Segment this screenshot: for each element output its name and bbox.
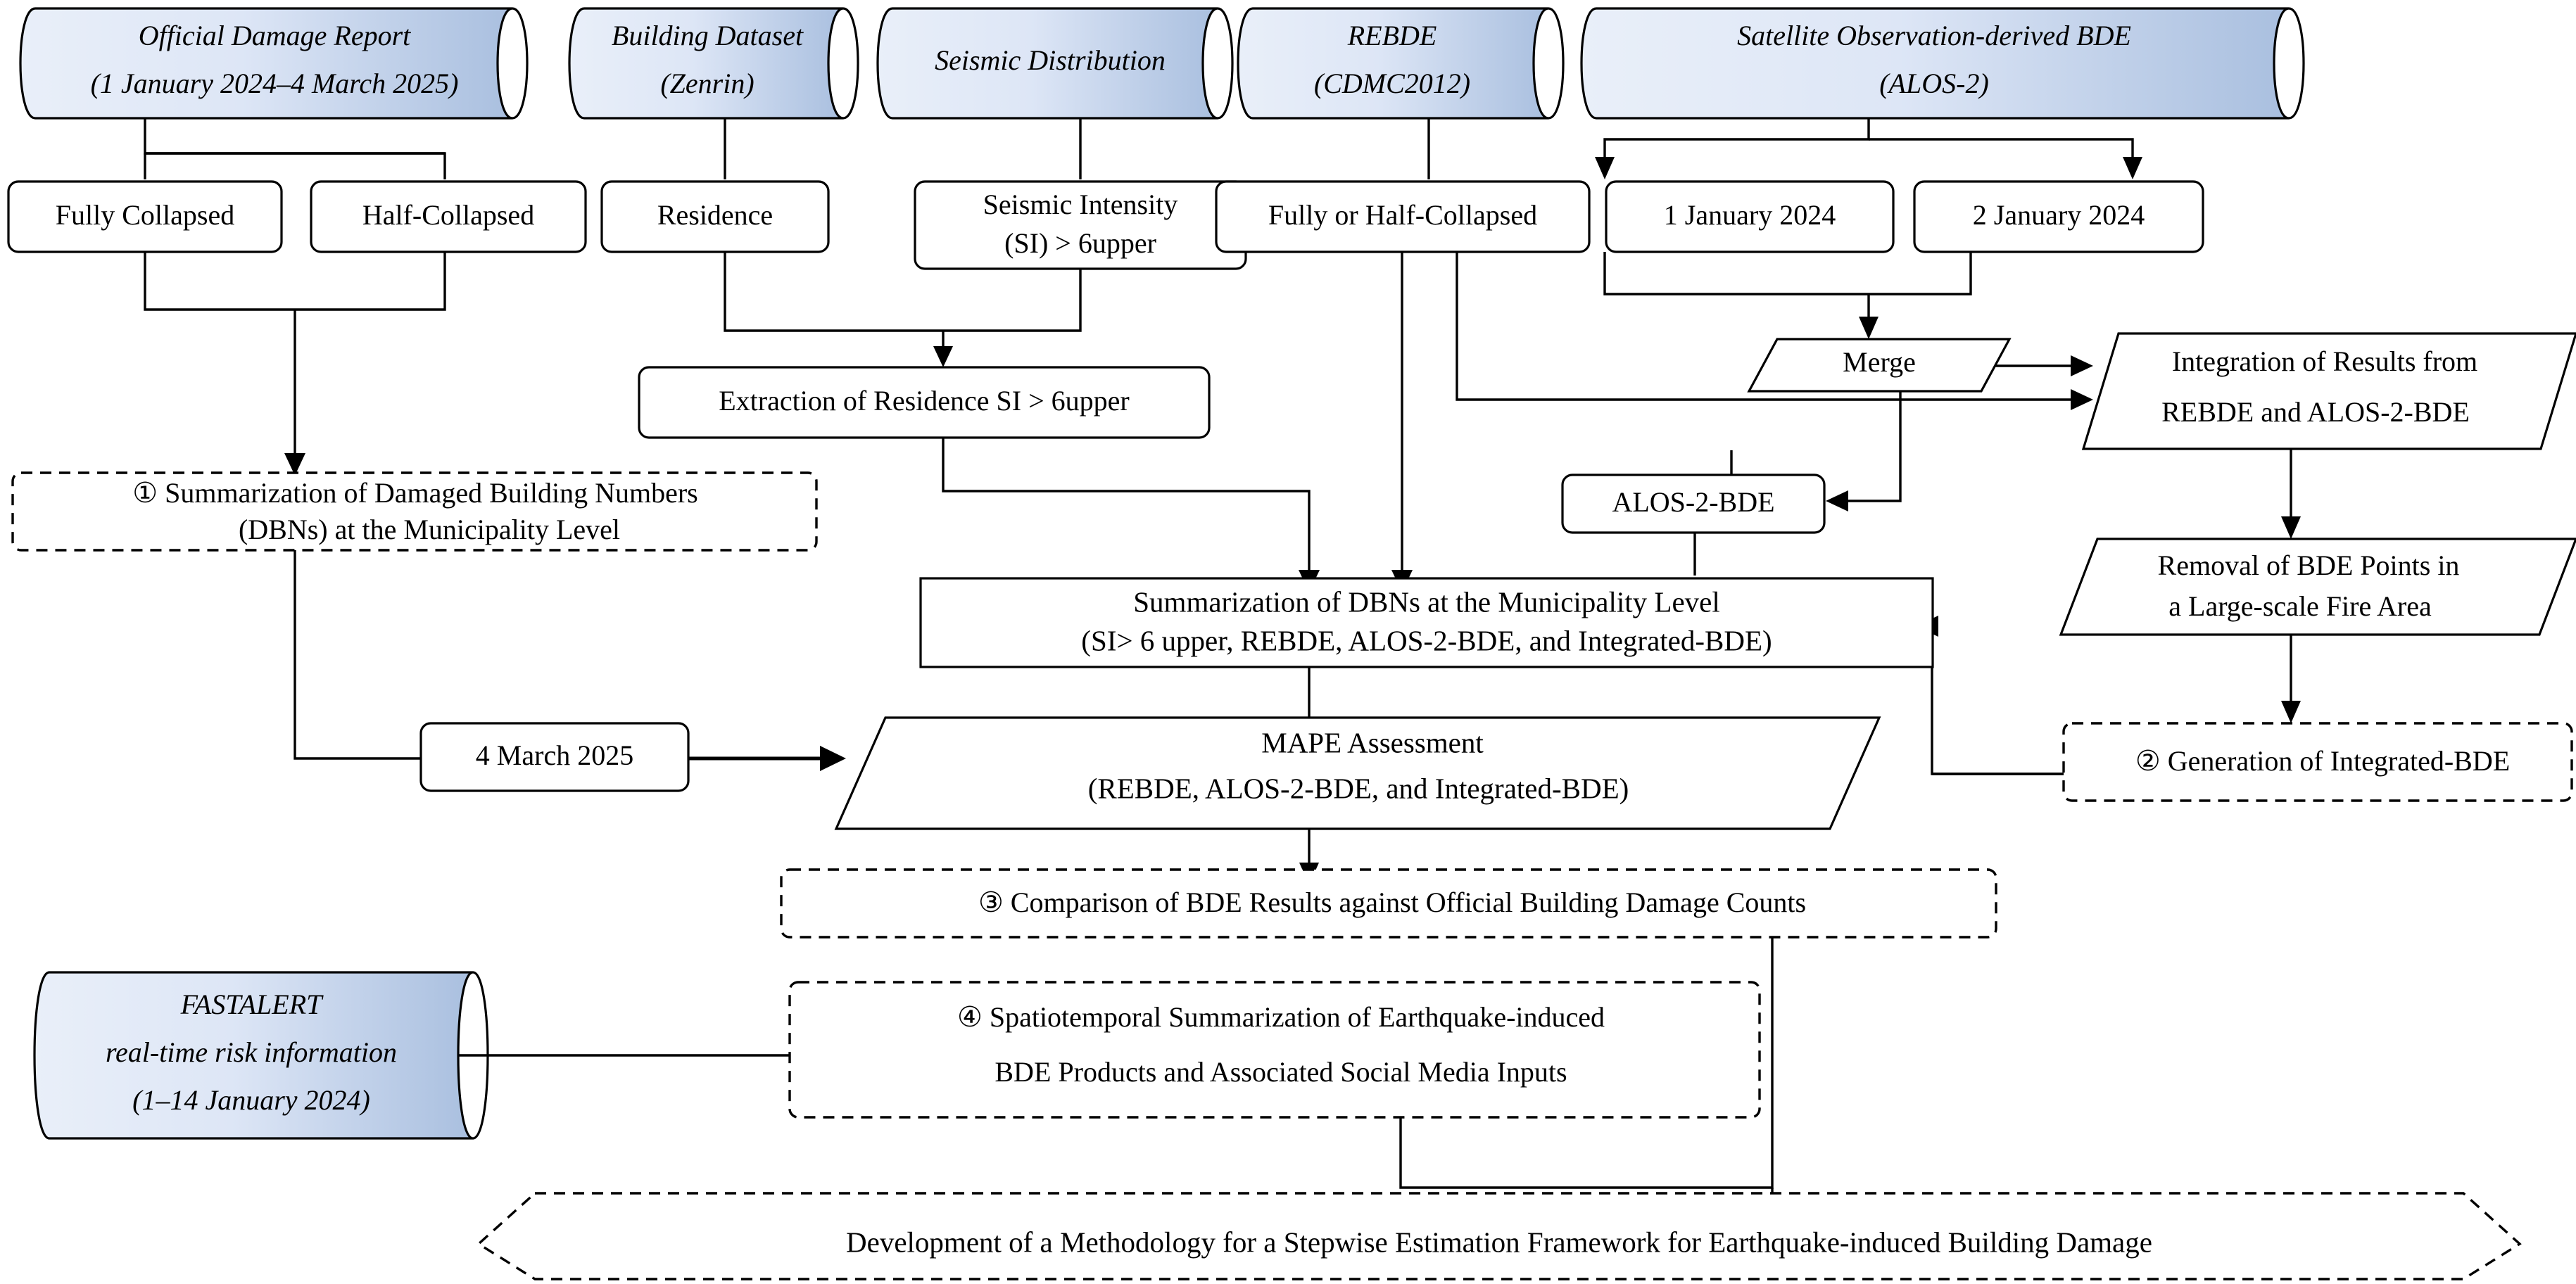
connector-collapsed-to-integration	[1456, 252, 2076, 401]
source-label-line2: (Zenrin)	[660, 68, 754, 99]
parallelogram-label-line2: a Large-scale Fire Area	[2168, 590, 2432, 622]
box-summarization-dbns[interactable]: Summarization of DBNs at the Municipalit…	[919, 577, 1934, 668]
connector-step2-to-summary	[1931, 626, 2064, 775]
box-seismic-intensity[interactable]: Seismic Intensity (SI) > 6upper	[914, 180, 1247, 270]
box-label: 2 January 2024	[1973, 199, 2145, 231]
parallelogram-label-line2: (REBDE, ALOS-2-BDE, and Integrated-BDE)	[1088, 772, 1629, 804]
parallelogram-label-line1: Removal of BDE Points in	[2158, 549, 2460, 581]
arrowhead-merge-integration	[2071, 355, 2093, 376]
parallelogram-label-line1: Integration of Results from	[2172, 345, 2477, 377]
parallelogram-removal-bde-points[interactable]: Removal of BDE Points in a Large-scale F…	[2059, 538, 2576, 636]
parallelogram-label-line1: MAPE Assessment	[1261, 726, 1484, 758]
connector-intensity-to-extraction	[943, 269, 1082, 332]
source-label-line1: Seismic Distribution	[935, 44, 1166, 76]
arrowhead-to-extraction	[933, 346, 953, 367]
box-label-line1: Seismic Intensity	[983, 189, 1178, 220]
step-text: Comparison of BDE Results against Offici…	[1011, 886, 1806, 918]
arrowhead-removal-step2	[2281, 701, 2301, 723]
arrowhead-to-2jan	[2123, 157, 2142, 179]
source-fastalert[interactable]: FASTALERT real-time risk information (1–…	[33, 971, 489, 1140]
parallelogram-integration-results[interactable]: Integration of Results from REBDE and AL…	[2081, 332, 2576, 450]
step-marker: ④	[957, 1001, 983, 1033]
arrowhead-to-1jan	[1595, 157, 1615, 179]
source-label-line1: REBDE	[1347, 20, 1437, 51]
source-label-line2: (1 January 2024–4 March 2025)	[91, 68, 459, 99]
parallelogram-merge[interactable]: Merge	[1747, 338, 2012, 393]
arrowhead-integration-removal	[2281, 516, 2301, 539]
source-label-line1: FASTALERT	[180, 989, 324, 1020]
dashed-step-4[interactable]: ④ Spatiotemporal Summarization of Earthq…	[788, 981, 1761, 1119]
parallelogram-label: Merge	[1843, 346, 1916, 378]
source-seismic-distribution[interactable]: Seismic Distribution	[876, 7, 1234, 120]
step-text: Spatiotemporal Summarization of Earthqua…	[990, 1001, 1605, 1033]
box-label: ALOS-2-BDE	[1612, 486, 1774, 518]
box-label: Residence	[657, 199, 773, 231]
outcome-label: Development of a Methodology for a Stepw…	[846, 1226, 2152, 1258]
box-label: Fully Collapsed	[56, 199, 234, 231]
step-marker: ③	[978, 886, 1004, 918]
connector-satellite-left	[1603, 118, 1870, 160]
box-date-2-january-2024[interactable]: 2 January 2024	[1913, 180, 2204, 253]
box-half-collapsed[interactable]: Half-Collapsed	[310, 180, 587, 253]
source-building-dataset[interactable]: Building Dataset (Zenrin)	[568, 7, 859, 120]
final-outcome-hexagon[interactable]: Development of a Methodology for a Stepw…	[476, 1192, 2522, 1280]
source-satellite-bde[interactable]: Satellite Observation-derived BDE (ALOS-…	[1580, 7, 2305, 120]
box-fully-or-half-collapsed[interactable]: Fully or Half-Collapsed	[1215, 180, 1591, 253]
source-label-line1: Satellite Observation-derived BDE	[1737, 20, 2131, 51]
connector-step1-to-date	[293, 549, 421, 760]
dashed-step-3[interactable]: ③ Comparison of BDE Results against Offi…	[780, 868, 1997, 939]
step-label-line2: BDE Products and Associated Social Media…	[995, 1056, 1567, 1088]
connector-extraction-to-summary	[942, 407, 1311, 576]
box-date-1-january-2024[interactable]: 1 January 2024	[1605, 180, 1895, 253]
connector-merge-to-alos	[1844, 390, 1902, 502]
step-marker: ②	[2135, 745, 2161, 777]
source-label-line3: (1–14 January 2024)	[132, 1084, 370, 1116]
step-label-line1: ③ Comparison of BDE Results against Offi…	[978, 886, 1806, 918]
connector-step4-to-outcome	[1399, 1117, 1772, 1189]
connector-residence-to-extraction	[724, 252, 943, 332]
box-label: 4 March 2025	[476, 739, 633, 771]
connector-satellite-right	[1869, 138, 2134, 160]
arrowhead-merge-alos	[1826, 490, 1848, 511]
box-extraction-residence[interactable]: Extraction of Residence SI > 6upper	[638, 366, 1211, 439]
box-label: 1 January 2024	[1664, 199, 1836, 231]
box-label-line2: (SI> 6 upper, REBDE, ALOS-2-BDE, and Int…	[1081, 624, 1772, 656]
source-label-line1: Building Dataset	[612, 20, 804, 51]
arrowhead-to-merge	[1859, 317, 1879, 339]
parallelogram-label-line2: REBDE and ALOS-2-BDE	[2161, 396, 2470, 428]
dashed-step-1[interactable]: ① Summarization of Damaged Building Numb…	[11, 471, 818, 552]
arrowhead-collapsed-integration	[2071, 389, 2093, 410]
box-label-line2: (SI) > 6upper	[1004, 227, 1156, 259]
arrowhead-date-mape	[820, 746, 846, 771]
box-fully-collapsed[interactable]: Fully Collapsed	[7, 180, 283, 253]
step-label-line1: ④ Spatiotemporal Summarization of Earthq…	[957, 1001, 1605, 1033]
source-label-line2: (ALOS-2)	[1879, 68, 1989, 99]
box-label: Half-Collapsed	[362, 199, 534, 231]
source-official-damage-report[interactable]: Official Damage Report (1 January 2024–4…	[19, 7, 529, 120]
box-date-4-march-2025[interactable]: 4 March 2025	[419, 722, 690, 792]
step-text: Generation of Integrated-BDE	[2168, 745, 2510, 777]
box-alos-2-bde[interactable]: ALOS-2-BDE	[1561, 473, 1826, 534]
step-label-line1: ② Generation of Integrated-BDE	[2135, 745, 2510, 777]
source-label-line2: (CDMC2012)	[1314, 68, 1470, 99]
box-label: Fully or Half-Collapsed	[1268, 199, 1537, 231]
step-label-line2: (DBNs) at the Municipality Level	[239, 514, 620, 545]
box-label: Extraction of Residence SI > 6upper	[719, 385, 1130, 417]
source-label-line2: real-time risk information	[106, 1036, 397, 1068]
connector-dates-merge-bar	[1603, 252, 1972, 295]
step-marker: ①	[132, 477, 158, 509]
parallelogram-mape-assessment[interactable]: MAPE Assessment (REBDE, ALOS-2-BDE, and …	[834, 716, 1881, 830]
box-label-line1: Summarization of DBNs at the Municipalit…	[1133, 585, 1720, 618]
step-label-line1: ① Summarization of Damaged Building Numb…	[132, 477, 698, 509]
dashed-step-2[interactable]: ② Generation of Integrated-BDE	[2062, 722, 2573, 802]
arrowhead-to-step1	[284, 453, 305, 476]
source-label-line1: Official Damage Report	[139, 20, 411, 51]
connector-fullyhalf-merge	[144, 252, 446, 311]
step-text: Summarization of Damaged Building Number…	[165, 477, 698, 509]
source-rebde[interactable]: REBDE (CDMC2012)	[1237, 7, 1565, 120]
box-residence[interactable]: Residence	[600, 180, 830, 253]
connector-report-to-fully	[144, 118, 446, 179]
